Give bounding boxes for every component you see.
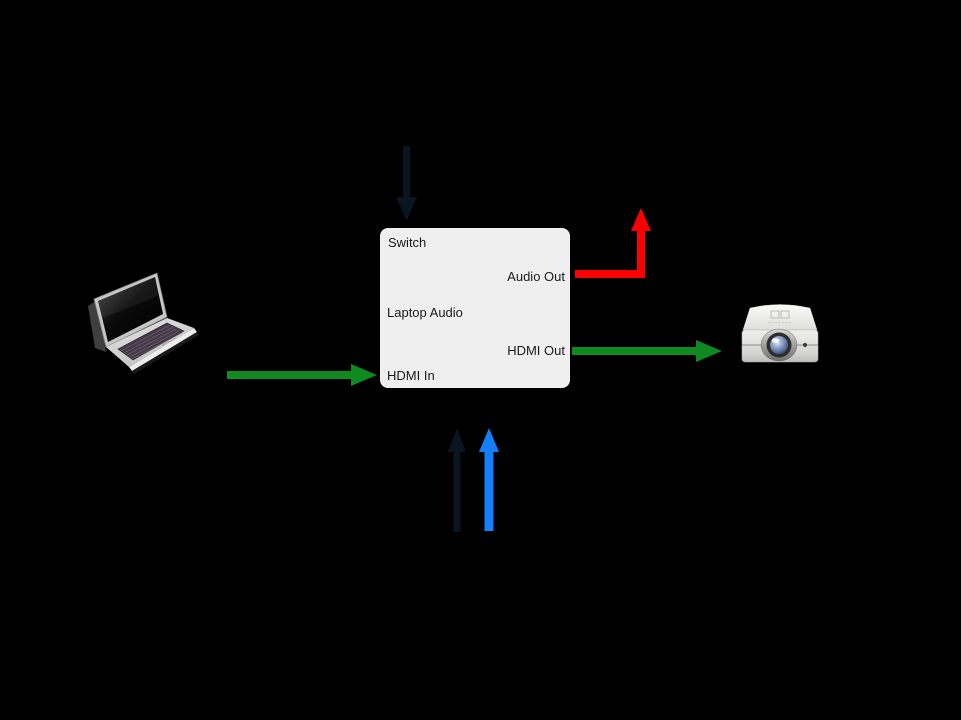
laptop-to-hdmi-in-arrow [227, 364, 377, 386]
port-label-laptop-audio: Laptop Audio [387, 305, 463, 320]
port-label-hdmi-in: HDMI In [387, 368, 435, 383]
hdmi-out-to-projector-arrow [572, 340, 722, 362]
projector-icon [741, 304, 819, 363]
port-label-hdmi-out: HDMI Out [507, 343, 565, 358]
bottom-blue-arrow [479, 428, 499, 531]
switch-title: Switch [388, 235, 427, 250]
audio-out-red-arrow [575, 208, 651, 278]
top-dark-arrow [396, 146, 417, 221]
port-label-audio-out: Audio Out [507, 269, 565, 284]
switch-node: Switch Audio Out Laptop Audio HDMI Out H… [380, 228, 570, 388]
laptop-icon [88, 272, 199, 374]
bottom-dark-arrow [448, 428, 466, 532]
